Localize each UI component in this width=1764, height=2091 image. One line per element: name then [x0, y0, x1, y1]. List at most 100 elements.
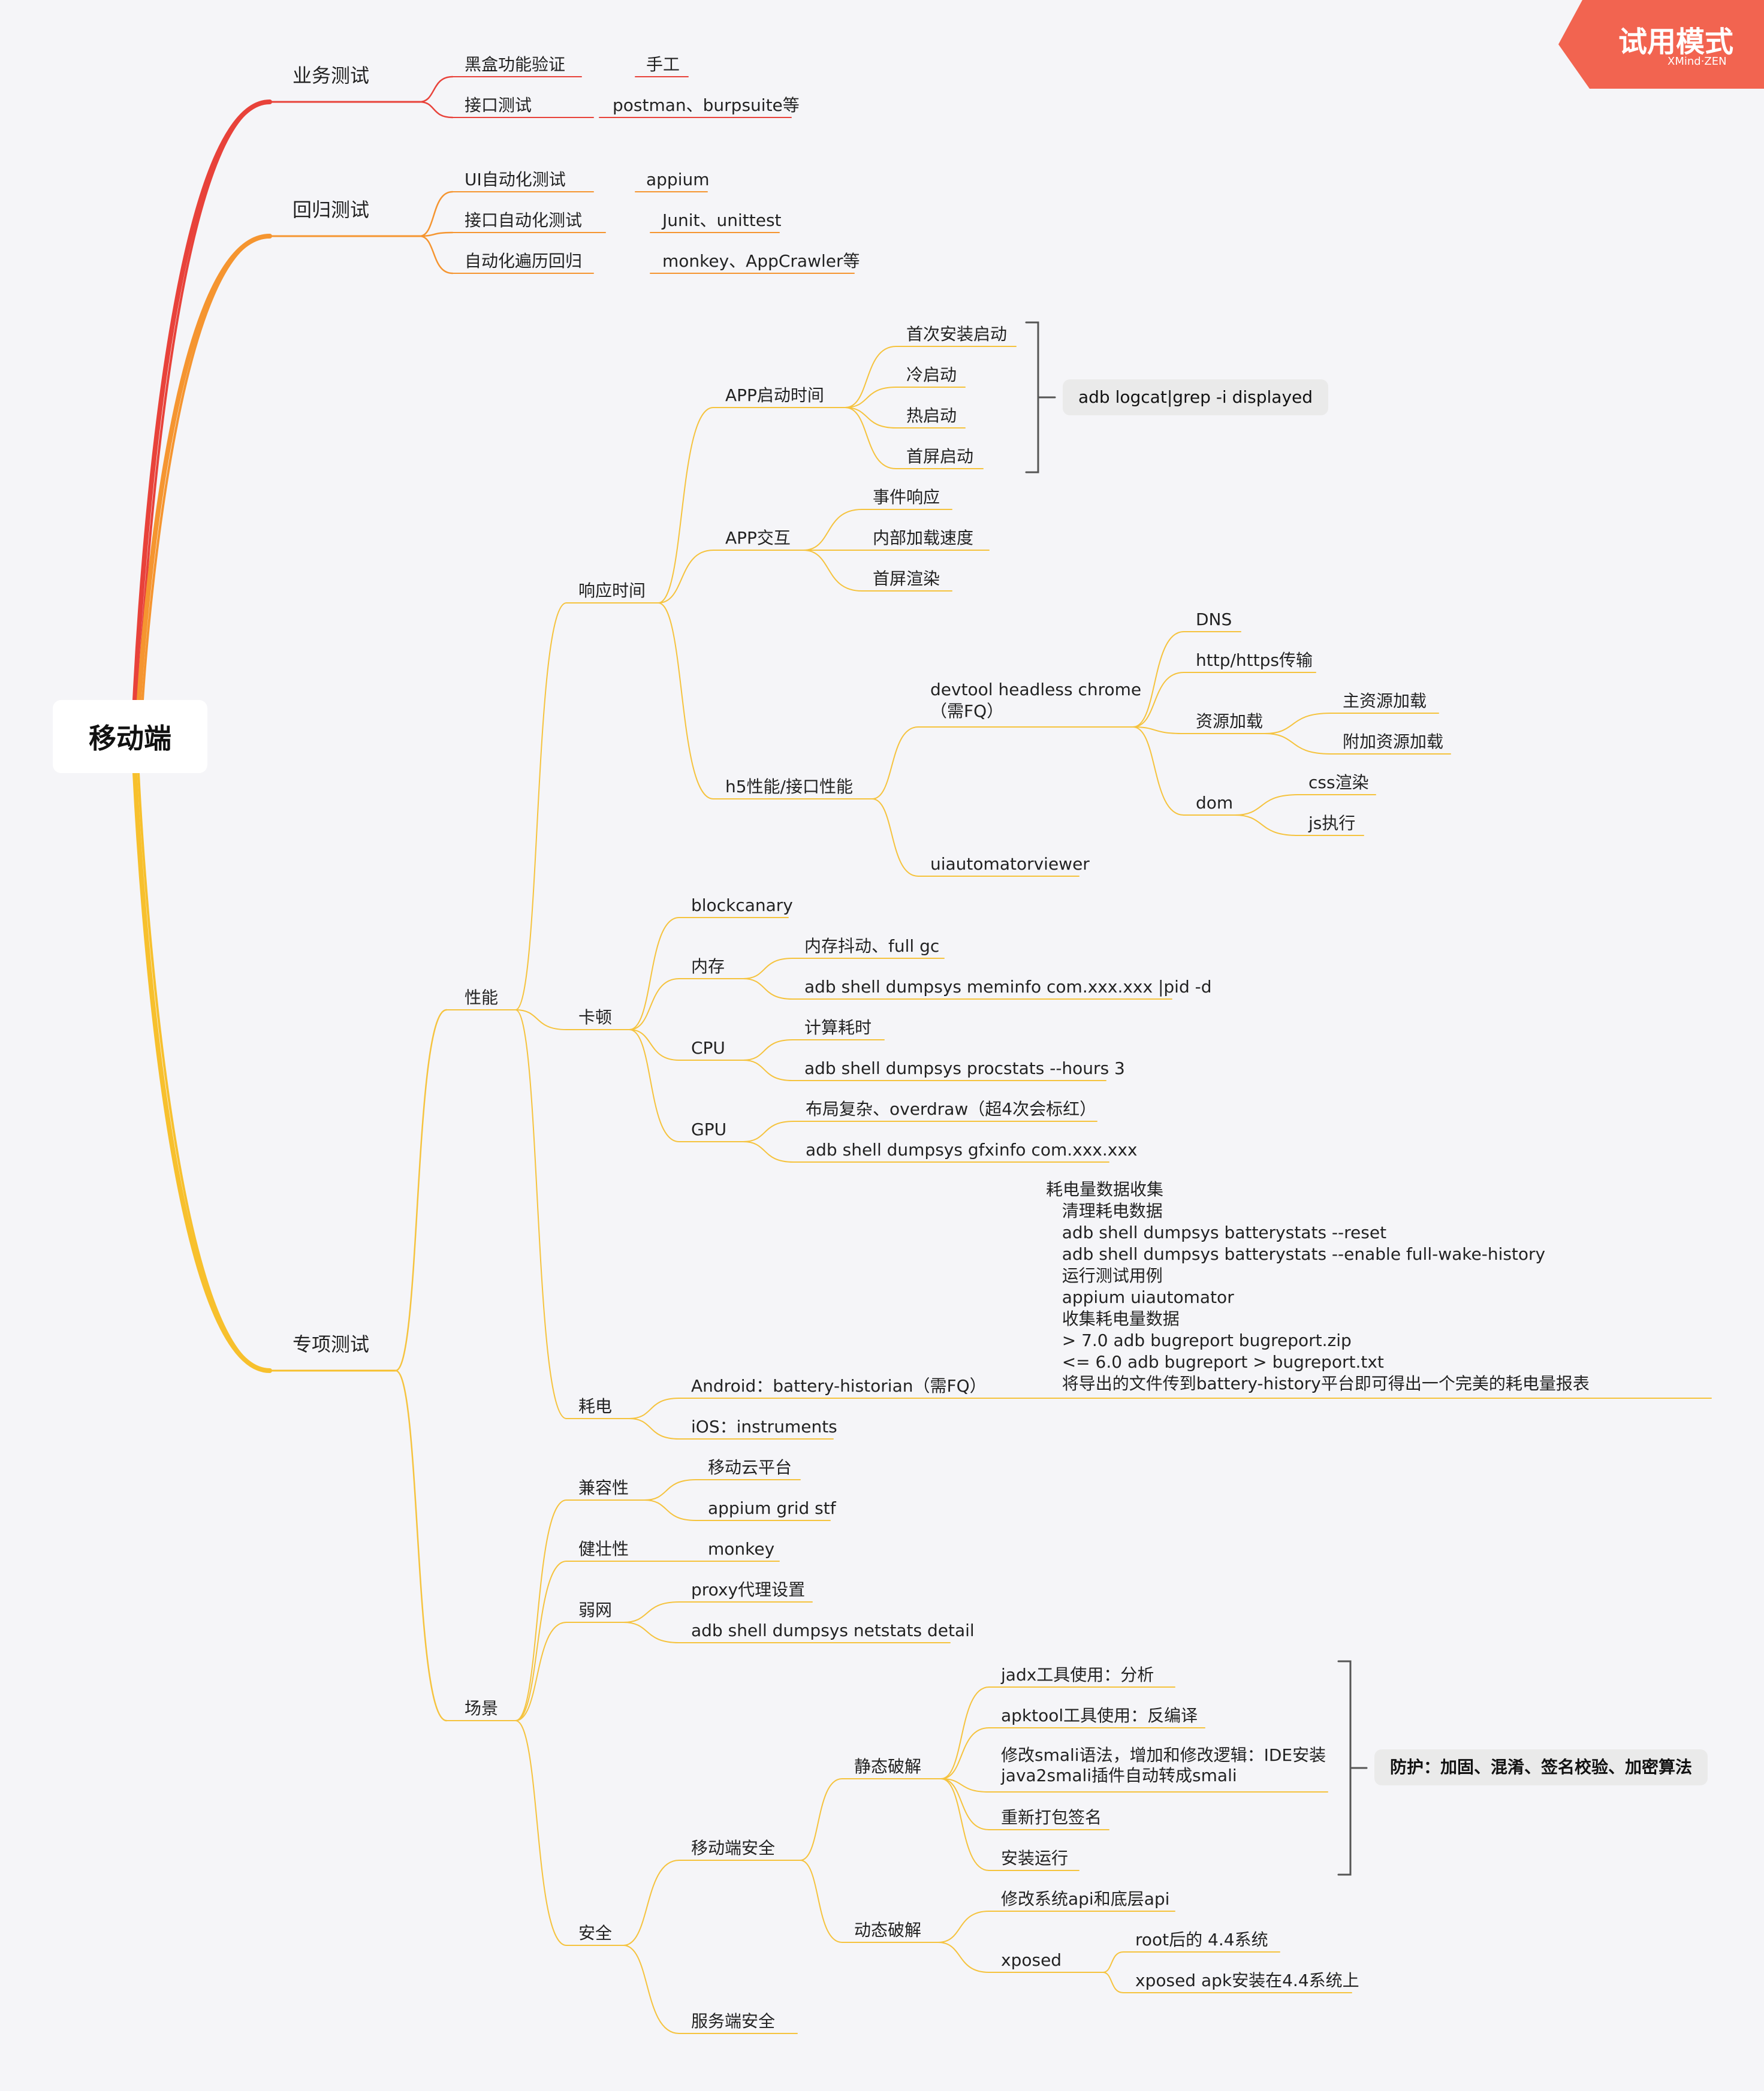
topic-install-run[interactable]: 安装运行 — [1001, 1848, 1069, 1868]
topic-main-resource[interactable]: 主资源加载 — [1343, 691, 1427, 711]
topic-blockcanary[interactable]: blockcanary — [691, 895, 793, 915]
topic-special-test[interactable]: 专项测试 — [293, 1333, 370, 1356]
branch-curve — [623, 1622, 680, 1643]
topic-ui-auto[interactable]: UI自动化测试 — [465, 170, 566, 189]
topic-performance[interactable]: 性能 — [465, 988, 499, 1007]
topic-compatibility[interactable]: 兼容性 — [578, 1478, 629, 1498]
topic-first-install[interactable]: 首次安装启动 — [906, 324, 1008, 344]
main-branch — [132, 771, 272, 1373]
battery-note-line: 将导出的文件传到battery-history平台即可得出一个完美的耗电量报表 — [1046, 1374, 1590, 1393]
topic-app-startup[interactable]: APP启动时间 — [725, 385, 824, 405]
topic-root-44[interactable]: root后的 4.4系统 — [1135, 1930, 1268, 1950]
topic-compute-time[interactable]: 计算耗时 — [804, 1018, 872, 1037]
topic-meminfo-cmd[interactable]: adb shell dumpsys meminfo com.xxx.xxx |p… — [804, 977, 1212, 997]
branch-curve — [845, 387, 897, 408]
topic-procstats-cmd[interactable]: adb shell dumpsys procstats --hours 3 — [804, 1058, 1125, 1078]
topic-extra-resource[interactable]: 附加资源加载 — [1343, 732, 1444, 752]
branch-curve — [845, 407, 897, 429]
summary-adb-logcat[interactable]: adb logcat|grep -i displayed — [1063, 379, 1329, 415]
topic-response-time[interactable]: 响应时间 — [578, 581, 646, 601]
topic-first-screen-render[interactable]: 首屏渲染 — [873, 569, 940, 589]
branch-curve — [1132, 726, 1184, 734]
topic-uiautomatorviewer[interactable]: uiautomatorviewer — [930, 854, 1090, 874]
topic-power[interactable]: 耗电 — [578, 1396, 613, 1416]
topic-internal-load[interactable]: 内部加载速度 — [873, 528, 974, 548]
topic-memory[interactable]: 内存 — [691, 957, 725, 976]
topic-netstats-cmd[interactable]: adb shell dumpsys netstats detail — [691, 1621, 975, 1640]
topic-api-test[interactable]: 接口测试 — [465, 95, 532, 115]
topic-memory-jitter[interactable]: 内存抖动、full gc — [804, 936, 940, 956]
topic-robustness[interactable]: 健壮性 — [578, 1539, 629, 1559]
branch-curve — [845, 407, 897, 469]
branch-curve — [743, 1039, 793, 1061]
topic-mobile-security[interactable]: 移动端安全 — [691, 1838, 776, 1858]
topic-gpu[interactable]: GPU — [691, 1120, 727, 1139]
topic-static-crack[interactable]: 静态破解 — [854, 1757, 922, 1776]
topic-android-battery[interactable]: Android：battery-historian（需FQ） — [691, 1376, 987, 1396]
branch-curve — [629, 1029, 680, 1061]
topic-lag[interactable]: 卡顿 — [578, 1007, 613, 1027]
branch-curve — [940, 1778, 990, 1793]
topic-js-exec[interactable]: js执行 — [1308, 813, 1356, 833]
battery-note-line: adb shell dumpsys batterystats --enable … — [1046, 1244, 1546, 1264]
branch-curve — [515, 1622, 567, 1721]
topic-security[interactable]: 安全 — [578, 1923, 613, 1943]
topic-ios-instruments[interactable]: iOS：instruments — [691, 1417, 837, 1437]
topic-css-render[interactable]: css渲染 — [1308, 773, 1369, 792]
topic-weak-network[interactable]: 弱网 — [578, 1600, 613, 1620]
branch-curve — [629, 917, 680, 1030]
topic-cpu[interactable]: CPU — [691, 1038, 725, 1058]
root-topic[interactable]: 移动端 — [53, 700, 207, 773]
topic-auto-traverse[interactable]: 自动化遍历回归 — [465, 251, 583, 271]
devtool-line-1: devtool headless chrome — [930, 680, 1142, 699]
topic-apktool[interactable]: apktool工具使用：反编译 — [1001, 1706, 1198, 1725]
smali-line-2: java2smali插件自动转成smali — [1001, 1766, 1237, 1785]
topic-gfxinfo-cmd[interactable]: adb shell dumpsys gfxinfo com.xxx.xxx — [806, 1140, 1138, 1160]
topic-manual[interactable]: 手工 — [646, 55, 680, 74]
topic-mobile-cloud[interactable]: 移动云平台 — [708, 1458, 792, 1477]
topic-business-test[interactable]: 业务测试 — [293, 64, 370, 87]
topic-h5-performance[interactable]: h5性能/接口性能 — [725, 777, 853, 796]
topic-regression-test[interactable]: 回归测试 — [293, 198, 370, 221]
topic-app-interaction[interactable]: APP交互 — [725, 528, 791, 548]
battery-note-line: 运行测试用例 — [1046, 1266, 1163, 1286]
topic-blackbox[interactable]: 黑盒功能验证 — [465, 55, 566, 74]
topic-xposed-apk[interactable]: xposed apk安装在4.4系统上 — [1135, 1971, 1359, 1990]
topic-junit[interactable]: Junit、unittest — [662, 210, 782, 230]
topic-smali[interactable]: 修改smali语法，增加和修改逻辑：IDE安装 java2smali插件自动转成… — [1001, 1745, 1326, 1786]
topic-server-security[interactable]: 服务端安全 — [691, 2011, 776, 2031]
topic-http-transfer[interactable]: http/https传输 — [1196, 650, 1313, 670]
summary-bracket — [1025, 321, 1056, 473]
topic-dns[interactable]: DNS — [1196, 610, 1232, 629]
topic-event-response[interactable]: 事件响应 — [873, 487, 940, 507]
topic-xposed[interactable]: xposed — [1001, 1950, 1062, 1970]
topic-proxy[interactable]: proxy代理设置 — [691, 1580, 806, 1600]
topic-first-screen-start[interactable]: 首屏启动 — [906, 446, 974, 466]
topic-appium[interactable]: appium — [646, 170, 710, 189]
topic-api-auto[interactable]: 接口自动化测试 — [465, 210, 583, 230]
topic-monkey-appcrawler[interactable]: monkey、AppCrawler等 — [662, 251, 860, 271]
branch-curve — [629, 978, 680, 1030]
topic-modify-api[interactable]: 修改系统api和底层api — [1001, 1889, 1170, 1909]
topic-dom[interactable]: dom — [1196, 793, 1234, 813]
topic-repack-sign[interactable]: 重新打包签名 — [1001, 1808, 1102, 1827]
branch-curve — [515, 1720, 567, 1946]
branch-curve — [1264, 733, 1331, 755]
branch-curve — [803, 550, 863, 592]
topic-appium-grid[interactable]: appium grid stf — [708, 1498, 836, 1518]
topic-jadx[interactable]: jadx工具使用：分析 — [1001, 1665, 1154, 1685]
topic-resource-load[interactable]: 资源加载 — [1196, 711, 1264, 731]
topic-devtool[interactable]: devtool headless chrome （需FQ） — [930, 679, 1141, 722]
branch-curve — [658, 550, 714, 604]
topic-postman[interactable]: postman、burpsuite等 — [613, 95, 800, 115]
topic-hot-start[interactable]: 热启动 — [906, 406, 957, 426]
topic-monkey[interactable]: monkey — [708, 1539, 775, 1559]
branch-curve — [940, 1778, 990, 1871]
branch-curve — [1132, 631, 1184, 728]
topic-cold-start[interactable]: 冷启动 — [906, 365, 957, 385]
topic-scenario[interactable]: 场景 — [465, 1698, 499, 1718]
topic-overdraw[interactable]: 布局复杂、overdraw（超4次会标红） — [806, 1099, 1097, 1119]
trial-mode-badge[interactable]: 试用模式 XMind·ZEN — [1558, 0, 1764, 89]
topic-dynamic-crack[interactable]: 动态破解 — [854, 1920, 922, 1940]
summary-protection[interactable]: 防护：加固、混淆、签名校验、加密算法 — [1374, 1749, 1708, 1785]
